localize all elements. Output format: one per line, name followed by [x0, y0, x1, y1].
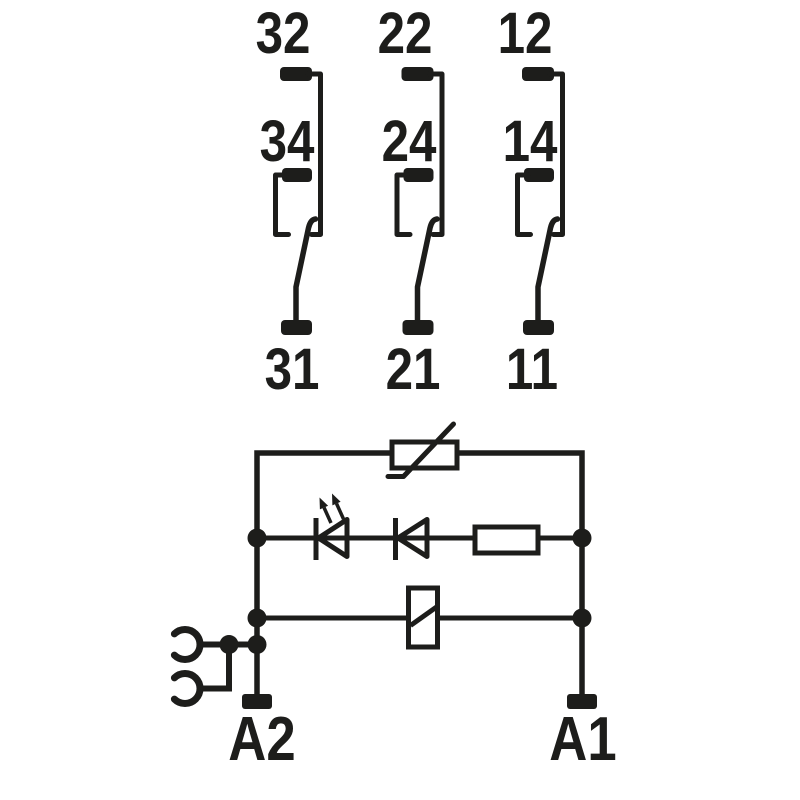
nc-terminal-bar [401, 67, 434, 81]
junction-dots [219, 528, 592, 654]
terminal-label-com-31: 31 [264, 337, 319, 402]
terminal-label-no-34: 34 [259, 109, 315, 174]
junction-dot [247, 528, 267, 548]
coil-terminal-label-a1: A1 [549, 705, 617, 774]
diode-triangle [395, 517, 430, 559]
diode-icon [393, 517, 430, 560]
plug-connector [170, 626, 257, 707]
nc-contact-line [305, 71, 323, 237]
junction-dot [247, 608, 267, 628]
plug-contact-arc-lower [170, 670, 204, 707]
terminal-label-no-24: 24 [381, 109, 436, 174]
plug-lower-lead [198, 644, 232, 692]
common-terminal-bar [523, 320, 554, 335]
switch-lever [293, 216, 319, 325]
no-contact-line [515, 172, 533, 237]
no-terminal-bar [282, 168, 312, 182]
common-terminal-bar [281, 320, 312, 335]
led-triangle [316, 517, 350, 559]
no-contact-line [394, 172, 413, 237]
plug-contact-arc-upper [170, 626, 204, 663]
led-emission-arrows [319, 493, 346, 524]
junction-dot [572, 528, 592, 548]
contact-group-2 [394, 67, 445, 335]
contact-group-1 [515, 67, 565, 335]
common-terminal-bar [402, 320, 434, 335]
resistor-icon [472, 524, 541, 556]
no-contact-line [273, 172, 291, 237]
junction-dot [247, 635, 267, 654]
terminal-bar-a1 [567, 694, 597, 709]
contact-group-3 [273, 67, 323, 335]
no-terminal-bar [403, 168, 434, 182]
relay-coil-diagonal [409, 604, 438, 628]
terminal-label-com-21: 21 [385, 337, 440, 402]
relay-coil-icon [406, 585, 440, 650]
nc-contact-line [427, 71, 445, 237]
led-icon [313, 493, 350, 560]
coil-terminal-label-a2: A2 [228, 705, 296, 774]
nc-terminal-bar [522, 67, 554, 81]
nc-contact-line [547, 71, 565, 237]
outer-loop-line [254, 450, 585, 697]
terminal-label-nc-12: 12 [497, 1, 553, 66]
varistor-strike [385, 421, 456, 479]
contact-groups [273, 67, 565, 335]
terminal-label-no-14: 14 [502, 109, 558, 174]
junction-dot [572, 608, 592, 628]
varistor-icon [385, 421, 460, 479]
terminal-label-nc-22: 22 [377, 1, 432, 66]
no-terminal-bar [524, 168, 554, 182]
junction-dot [219, 635, 239, 654]
nc-terminal-bar [280, 67, 312, 81]
coil-circuit [170, 421, 597, 709]
terminal-bar-a2 [242, 694, 272, 709]
switch-lever [414, 216, 440, 325]
terminal-label-nc-32: 32 [255, 1, 311, 66]
switch-lever [535, 216, 561, 325]
terminal-label-com-11: 11 [505, 337, 559, 402]
